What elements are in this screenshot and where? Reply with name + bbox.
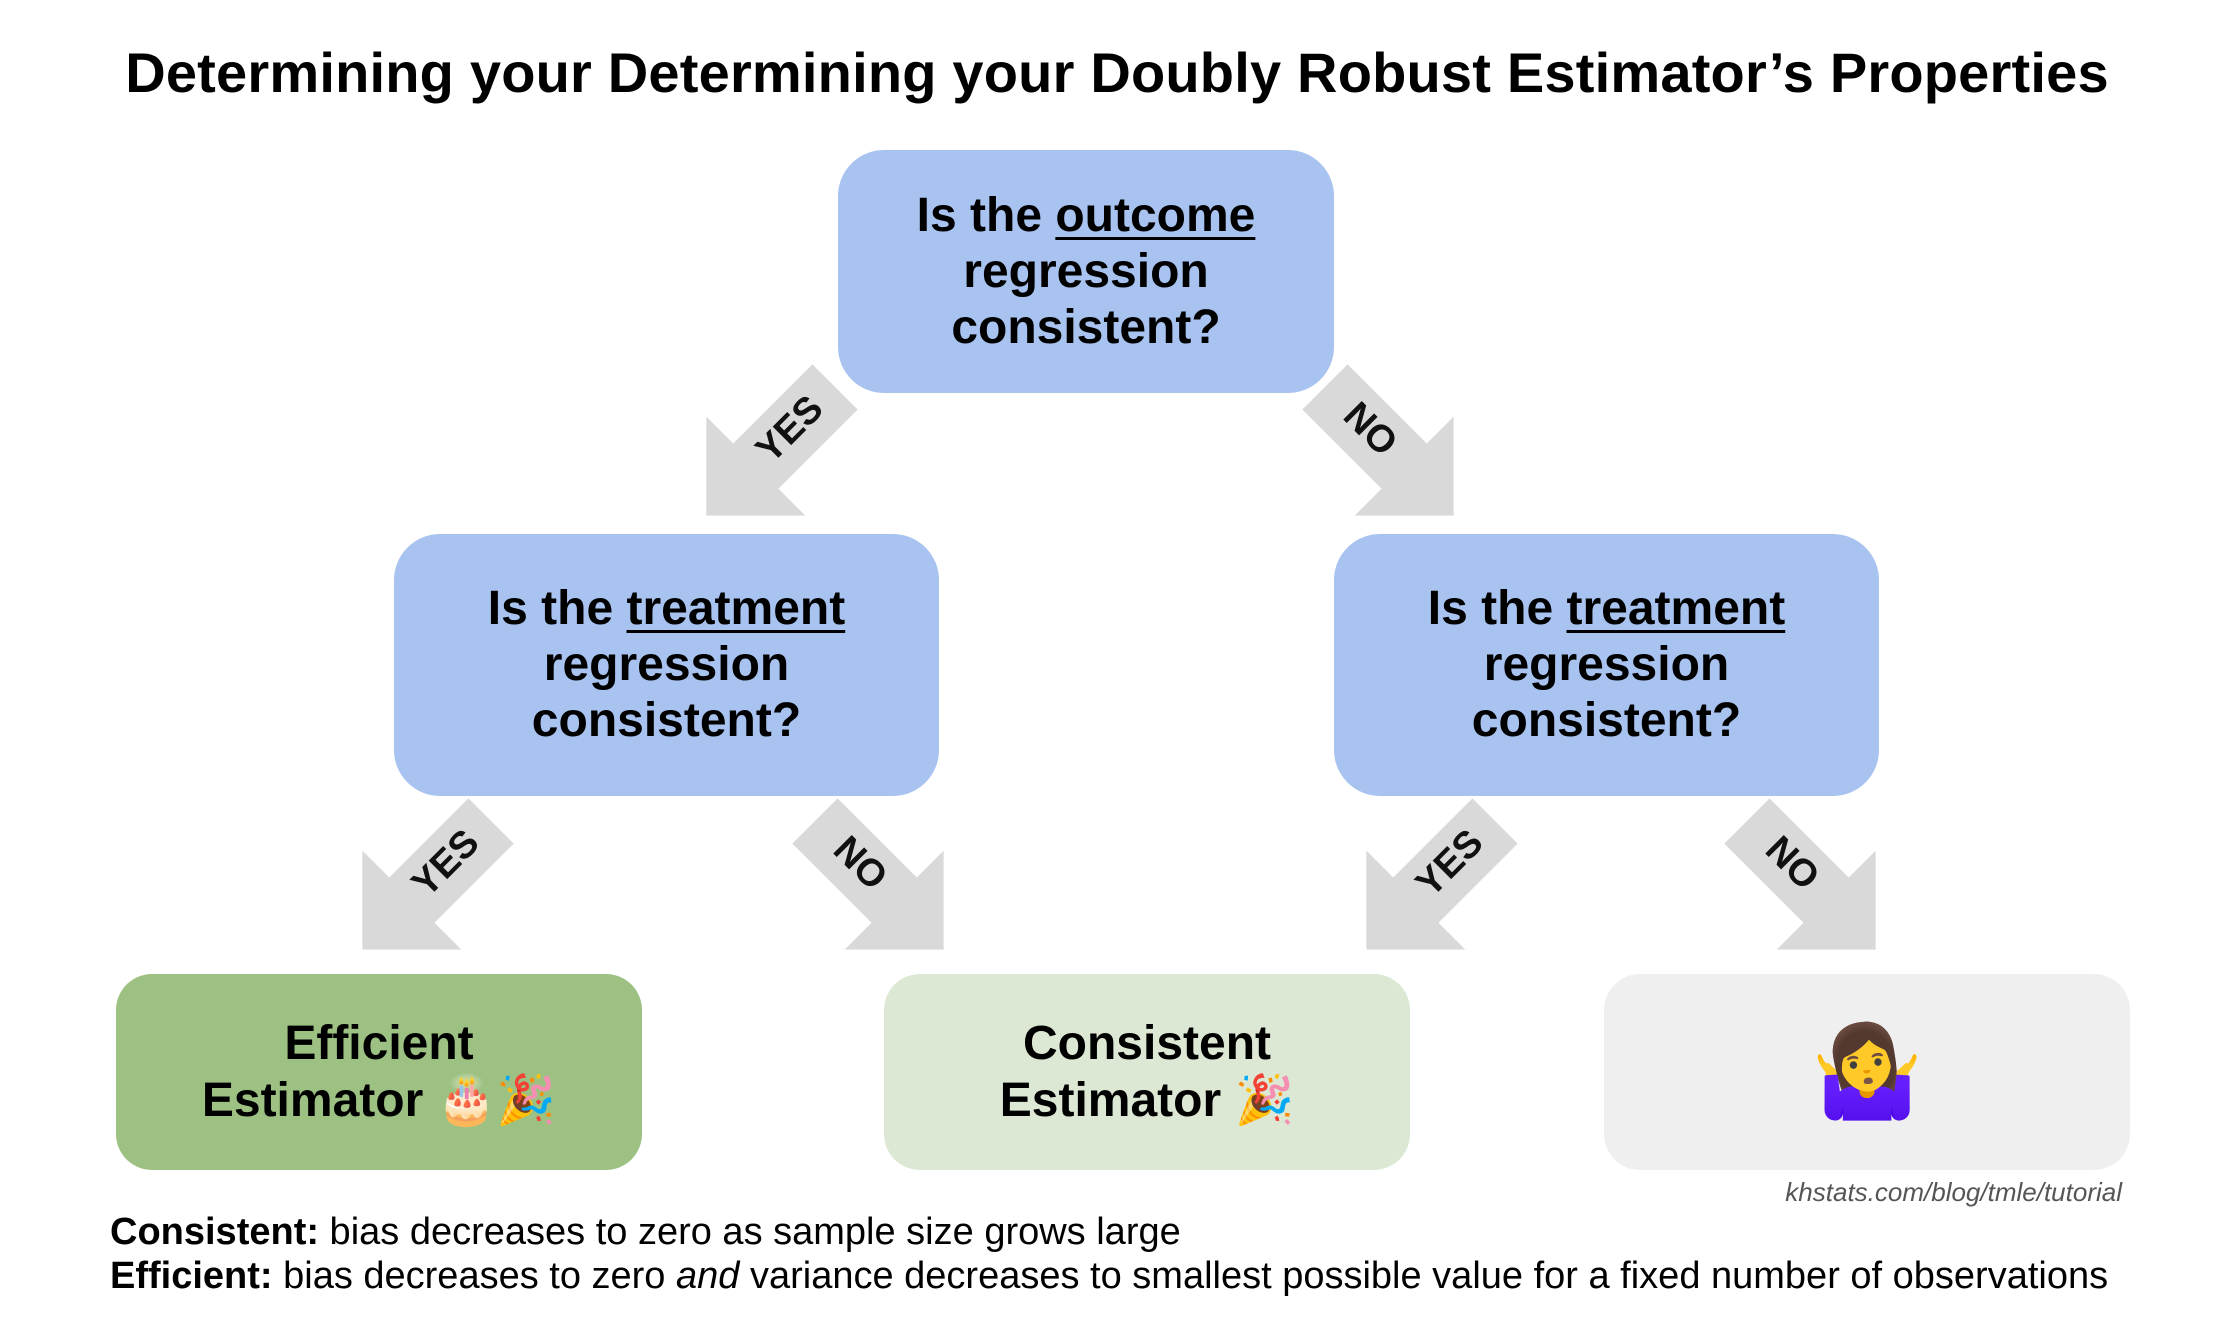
edge-right-consistent-yes: YES [1366, 798, 1518, 950]
edge-label-yes: YES [404, 822, 487, 905]
node-treatment-question-right: Is the treatment regression consistent? [1334, 534, 1879, 796]
node-text: regression [543, 638, 790, 691]
node-keyword: treatment [1566, 582, 1786, 635]
node-text: consistent? [531, 694, 802, 747]
edge-label-yes: YES [748, 388, 831, 471]
node-text: consistent? [1471, 694, 1742, 747]
node-keyword: treatment [626, 582, 846, 635]
definition-efficient: Efficient: bias decreases to zero and va… [110, 1254, 2108, 1298]
source-credit: khstats.com/blog/tmle/tutorial [1785, 1177, 2122, 1207]
edge-left-efficient-yes: YES [362, 798, 514, 950]
node-keyword: outcome [1055, 188, 1256, 242]
edge-left-consistent-no: NO [792, 798, 944, 950]
edge-label-no: NO [825, 828, 895, 898]
node-unknown-outcome: 🤷‍♀️ [1604, 974, 2130, 1170]
cake-party-icon: 🎂🎉 [436, 1071, 557, 1128]
node-outcome-question: Is the outcome regression consistent? [838, 150, 1334, 393]
node-text: Is the [487, 582, 627, 635]
node-efficient-estimator: Efficient Estimator 🎂🎉 [116, 974, 642, 1170]
node-text: regression [1483, 638, 1730, 691]
shrug-icon: 🤷‍♀️ [1810, 1019, 1924, 1124]
node-text: Is the [916, 188, 1056, 242]
node-text: Efficient [284, 1016, 474, 1070]
definition-term: Consistent: [110, 1211, 319, 1253]
node-text: consistent? [951, 300, 1221, 354]
definition-consistent: Consistent: bias decreases to zero as sa… [110, 1210, 1181, 1254]
definition-text: bias decreases to zero as sample size gr… [319, 1211, 1181, 1253]
definition-term: Efficient: [110, 1255, 273, 1297]
definition-emphasis: and [676, 1255, 740, 1297]
edge-label-yes: YES [1408, 822, 1491, 905]
edge-label-no: NO [1757, 828, 1827, 898]
node-text: Estimator [201, 1073, 424, 1127]
definition-text: variance decreases to smallest possible … [739, 1255, 2109, 1297]
node-text: Consistent [1022, 1016, 1271, 1070]
node-consistent-estimator: Consistent Estimator 🎉 [884, 974, 1410, 1170]
diagram-title: Determining your Determining your Doubly… [125, 41, 2109, 104]
edge-right-unknown-no: NO [1724, 798, 1876, 950]
party-popper-icon: 🎉 [1234, 1071, 1295, 1128]
node-text: Is the [1427, 582, 1567, 635]
definition-text: bias decreases to zero [272, 1255, 676, 1297]
node-treatment-question-left: Is the treatment regression consistent? [394, 534, 939, 796]
edge-label-no: NO [1335, 394, 1405, 464]
node-text: Estimator [999, 1073, 1222, 1127]
node-text: regression [963, 244, 1209, 298]
